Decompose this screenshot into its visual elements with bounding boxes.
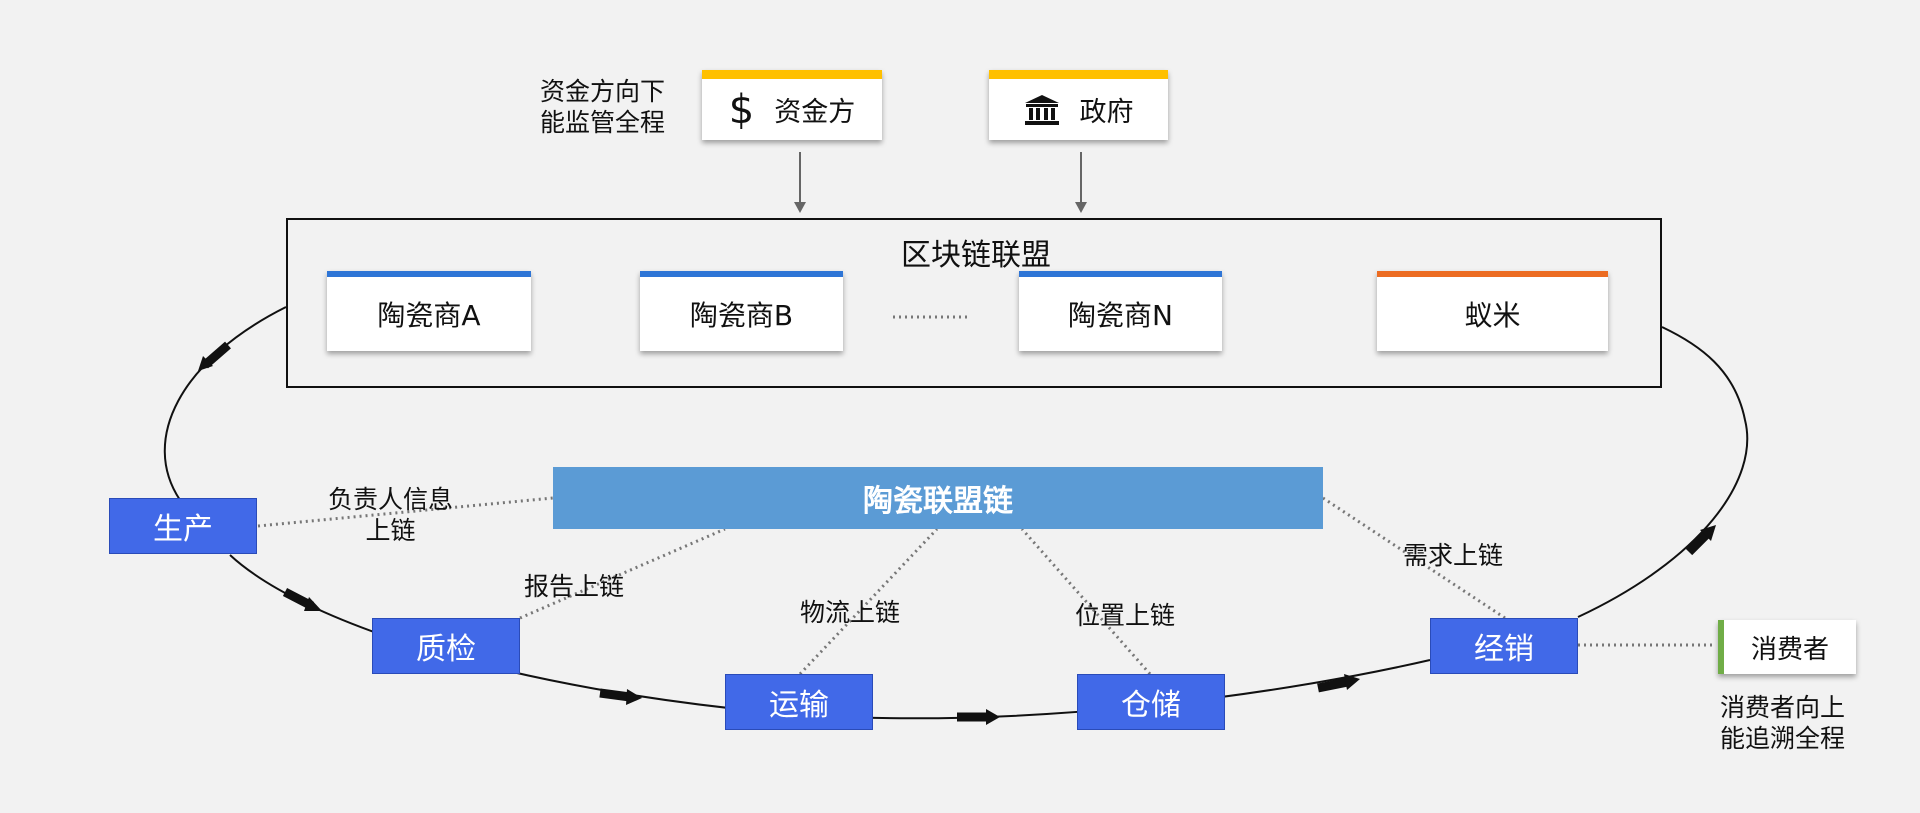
consumer-note-line-1: 消费者向上 <box>1720 693 1846 722</box>
dotted-production <box>257 496 554 528</box>
funder-note-line-2: 能监管全程 <box>540 108 666 137</box>
funder-note-line-1: 资金方向下 <box>540 77 666 106</box>
cycle-curve-right <box>1577 326 1749 618</box>
link-label-demand: 需求上链 <box>1403 541 1504 570</box>
funder-note: 资金方向下 能监管全程 <box>540 76 665 138</box>
flow-arrow-4 <box>957 709 1000 725</box>
member-label: 陶瓷商A <box>377 299 481 332</box>
flow-arrow-3 <box>599 688 642 705</box>
step-quality-check: 质检 <box>372 618 520 674</box>
dotted-location <box>1020 528 1152 675</box>
member-ceramic-n: 陶瓷商N <box>1019 271 1222 351</box>
link-label-logistics: 物流上链 <box>800 598 901 627</box>
alliance-title: 区块链联盟 <box>901 238 1051 273</box>
funder-label: 资金方 <box>774 97 856 128</box>
bank-icon <box>1024 94 1060 126</box>
flow-arrow-1 <box>198 341 231 371</box>
funder-card: $ 资金方 <box>702 70 882 140</box>
step-production: 生产 <box>109 498 257 554</box>
consumer-label: 消费者 <box>1750 634 1829 665</box>
step-transport: 运输 <box>725 674 873 730</box>
dotted-demand <box>1322 496 1506 620</box>
link-label-location: 位置上链 <box>1075 601 1176 630</box>
dotted-qc <box>519 527 726 620</box>
member-label: 陶瓷商N <box>1068 299 1173 332</box>
flow-arrow-5 <box>1317 674 1360 693</box>
blockchain-alliance-box: 区块链联盟 <box>286 218 1662 388</box>
government-card: 政府 <box>989 70 1168 140</box>
member-yimi: 蚁米 <box>1377 271 1608 351</box>
step-distribution: 经销 <box>1430 618 1578 674</box>
cycle-curve-left <box>163 306 287 501</box>
government-label: 政府 <box>1079 97 1134 128</box>
consumer-note: 消费者向上 能追溯全程 <box>1720 692 1845 754</box>
step-storage: 仓储 <box>1077 674 1225 730</box>
member-label: 蚁米 <box>1464 299 1521 332</box>
flow-arrow-2 <box>282 588 322 611</box>
ceramic-alliance-chain: 陶瓷联盟链 <box>553 467 1323 529</box>
dollar-icon: $ <box>728 86 755 133</box>
link-label-production-line-2: 上链 <box>365 516 416 545</box>
member-ceramic-a: 陶瓷商A <box>327 271 531 351</box>
member-label: 陶瓷商B <box>689 299 794 332</box>
link-label-production-line-1: 负责人信息 <box>328 485 454 514</box>
member-ceramic-b: 陶瓷商B <box>640 271 843 351</box>
flow-arrow-6 <box>1685 525 1716 556</box>
link-label-production: 负责人信息 上链 <box>328 484 453 546</box>
consumer-card: 消费者 <box>1718 620 1856 674</box>
government-arrow-head <box>1075 202 1087 213</box>
consumer-note-line-2: 能追溯全程 <box>1720 724 1846 753</box>
funder-arrow-head <box>794 202 806 213</box>
link-label-qc: 报告上链 <box>524 572 625 601</box>
